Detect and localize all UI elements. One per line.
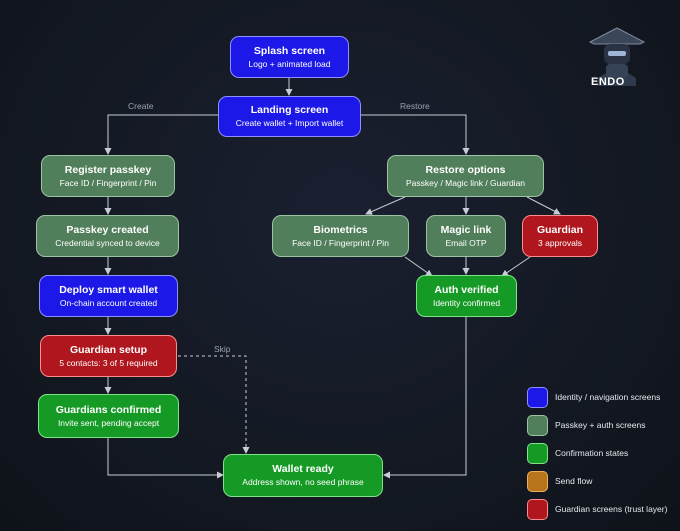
node-register-passkey: Register passkey Face ID / Fingerprint /… [41, 155, 175, 197]
node-title: Wallet ready [272, 463, 334, 475]
edge-label-skip: Skip [214, 344, 231, 354]
node-subtitle: 3 approvals [538, 237, 582, 248]
legend-label: Confirmation states [555, 448, 629, 458]
node-title: Restore options [425, 163, 506, 176]
legend-item-identity: Identity / navigation screens [527, 386, 660, 408]
node-title: Register passkey [64, 163, 152, 176]
node-subtitle: Invite sent, pending accept [57, 417, 160, 428]
edge-skip [178, 355, 250, 454]
node-subtitle: Passkey / Magic link / Guardian [405, 177, 526, 188]
endo-logo-icon [588, 27, 646, 86]
edge-restore-biometrics [365, 196, 406, 215]
node-title: Guardian setup [69, 343, 147, 356]
node-subtitle: Credential synced to device [55, 237, 160, 248]
legend-label: Send flow [555, 476, 593, 486]
node-title: Deploy smart wallet [59, 283, 158, 296]
node-title: Passkey created [66, 223, 149, 236]
edge-biometrics-auth [404, 256, 433, 277]
legend-label: Passkey + auth screens [555, 420, 646, 430]
node-guardians-confirmed: Guardians confirmed Invite sent, pending… [38, 394, 179, 438]
node-guardian-setup: Guardian setup 5 contacts: 3 of 5 requir… [40, 335, 177, 377]
edge-landing-restore [361, 114, 470, 155]
node-subtitle: Logo + animated load [248, 58, 331, 69]
node-subtitle: Face ID / Fingerprint / Pin [59, 177, 157, 188]
legend-swatch [527, 386, 548, 408]
node-passkey-created: Passkey created Credential synced to dev… [36, 215, 179, 257]
node-subtitle: Face ID / Fingerprint / Pin [292, 237, 389, 248]
legend-label: Identity / navigation screens [555, 392, 661, 402]
node-subtitle: Identity confirmed [432, 297, 501, 308]
logo-text: ENDO [591, 76, 625, 88]
node-subtitle: On-chain account created [59, 297, 158, 308]
edge-restore-guardian [526, 196, 561, 215]
node-guardian: Guardian 3 approvals [522, 215, 598, 257]
node-title: Magic link [440, 223, 492, 236]
node-magic-link: Magic link Email OTP [426, 215, 506, 257]
node-subtitle: 5 contacts: 3 of 5 required [59, 357, 158, 368]
legend-swatch [527, 498, 548, 520]
legend-item-confirmation: Confirmation states [527, 442, 628, 464]
node-title: Biometrics [313, 223, 368, 236]
node-landing-screen: Landing screen Create wallet + Import wa… [218, 96, 361, 137]
edge-confirmed-wallet [107, 438, 224, 479]
legend-label: Guardian screens (trust layer) [555, 504, 668, 514]
legend-swatch [527, 414, 548, 436]
legend-item-guardian: Guardian screens (trust layer) [527, 498, 667, 520]
node-title: Landing screen [250, 104, 329, 116]
node-subtitle: Email OTP [445, 237, 487, 248]
node-biometrics: Biometrics Face ID / Fingerprint / Pin [272, 215, 409, 257]
node-subtitle: Create wallet + Import wallet [235, 118, 344, 128]
legend-swatch [527, 442, 548, 464]
legend-item-send-flow: Send flow [527, 470, 592, 492]
edge-label-create: Create [128, 101, 154, 111]
node-title: Guardian [536, 223, 584, 236]
node-deploy-smart-wallet: Deploy smart wallet On-chain account cre… [39, 275, 178, 317]
node-subtitle: Address shown, no seed phrase [242, 477, 364, 487]
edge-guardian-auth [501, 256, 531, 277]
legend-swatch [527, 470, 548, 492]
node-splash-screen: Splash screen Logo + animated load [230, 36, 349, 78]
edge-auth-wallet [383, 317, 467, 479]
legend-item-passkey: Passkey + auth screens [527, 414, 645, 436]
node-title: Splash screen [253, 44, 326, 57]
node-restore-options: Restore options Passkey / Magic link / G… [387, 155, 544, 197]
node-title: Auth verified [434, 283, 499, 296]
node-wallet-ready: Wallet ready Address shown, no seed phra… [223, 454, 383, 497]
node-title: Guardians confirmed [55, 403, 162, 416]
node-auth-verified: Auth verified Identity confirmed [416, 275, 517, 317]
edge-landing-register [104, 114, 218, 155]
edge-label-restore: Restore [400, 101, 430, 111]
